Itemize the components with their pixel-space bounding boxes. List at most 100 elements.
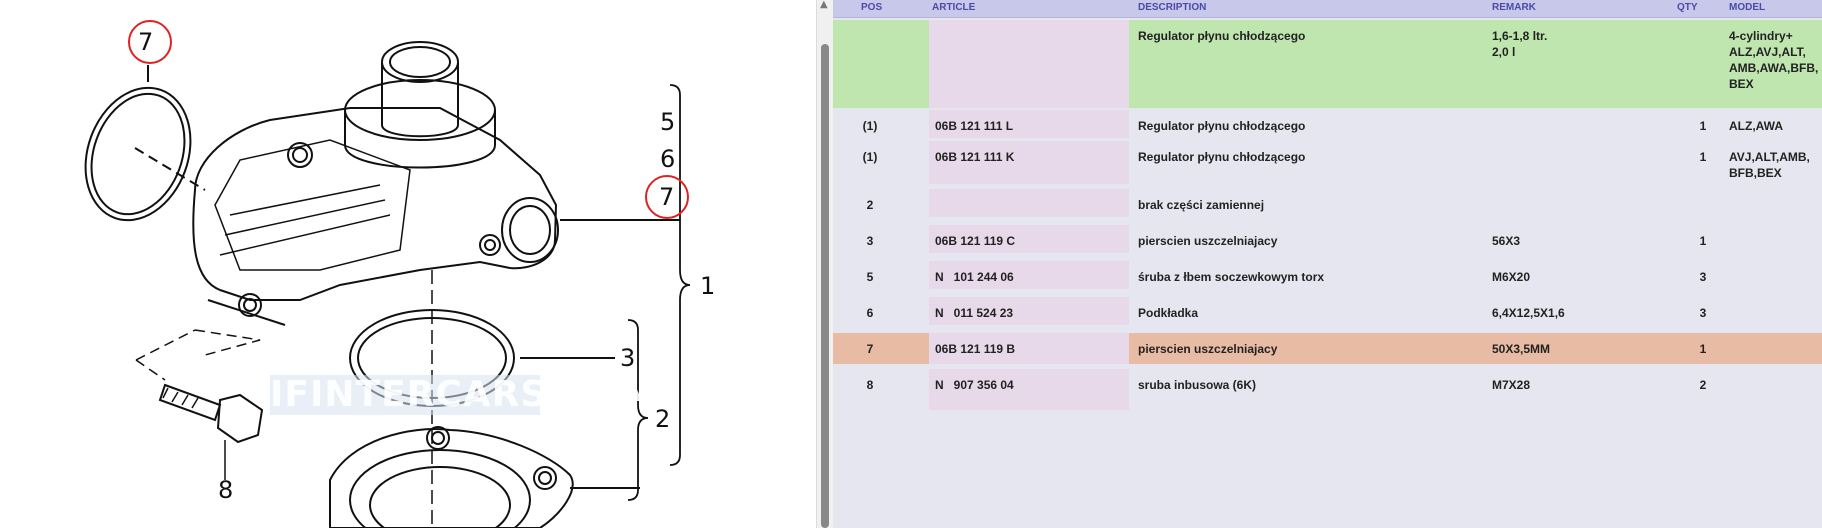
callout-circle-7-top: [128, 20, 172, 64]
model-line: BEX: [1729, 77, 1754, 91]
model-line: ALZ,AWA: [1729, 119, 1783, 133]
model-line: AVJ,ALT,AMB,: [1729, 150, 1810, 164]
cell-qty: 1: [1699, 150, 1707, 164]
header-article[interactable]: ARTICLE: [932, 2, 976, 13]
cell-remark: M6X20: [1492, 269, 1672, 285]
header-description[interactable]: DESCRIPTION: [1138, 2, 1207, 13]
cell-qty: 3: [1699, 306, 1707, 320]
table-row[interactable]: Regulator płynu chłodzącego 1,6-1,8 ltr. 2…: [833, 20, 1822, 108]
cell-pos: 2: [866, 198, 874, 212]
diagram-drawing: [84, 20, 691, 528]
cell-description: Regulator płynu chłodzącego: [1138, 29, 1306, 43]
scroll-up-icon[interactable]: ▲: [820, 0, 828, 10]
remark-line: 1,6-1,8 ltr.: [1492, 29, 1548, 43]
header-remark[interactable]: REMARK: [1492, 2, 1536, 13]
cell-article: 06B 121 111 L: [929, 110, 1129, 138]
cell-article: 06B 121 119 B: [929, 333, 1129, 364]
table-header: POS ARTICLE DESCRIPTION REMARK QTY MODEL: [833, 0, 1822, 18]
cell-article: N 011 524 23: [929, 297, 1129, 325]
vertical-scrollbar[interactable]: ▲: [816, 0, 834, 528]
cell-qty: 1: [1699, 119, 1707, 133]
table-row[interactable]: (1) 06B 121 111 L Regulator płynu chłodząc…: [833, 110, 1822, 138]
model-line: BFB,BEX: [1729, 166, 1782, 180]
bolt-8: [158, 383, 222, 422]
cell-description: Regulator płynu chłodzącego: [1138, 150, 1306, 164]
remark-line: M7X28: [1492, 378, 1531, 392]
header-model[interactable]: MODEL: [1729, 2, 1766, 13]
table-row[interactable]: 7 06B 121 119 B pierscien uszczelniajacy 50…: [833, 333, 1822, 364]
callout-7-top: 7: [138, 28, 154, 56]
article-number[interactable]: 06B 121 111 K: [935, 150, 1015, 164]
remark-line: M6X20: [1492, 270, 1531, 284]
cell-pos: 7: [866, 342, 874, 356]
callout-5: 5: [660, 108, 676, 136]
article-number[interactable]: N 907 356 04: [935, 378, 1014, 392]
cell-model: 4-cylindry+ ALZ,AVJ,ALT, AMB,AWA,BFB, BEX: [1729, 28, 1822, 92]
cell-pos: (1): [862, 119, 878, 133]
remark-line: 6,4X12,5X1,6: [1492, 306, 1565, 320]
callout-3: 3: [620, 344, 636, 372]
article-number[interactable]: N 011 524 23: [935, 306, 1014, 320]
cell-qty: 2: [1699, 378, 1707, 392]
callout-2: 2: [655, 405, 671, 433]
callout-1: 1: [700, 272, 716, 300]
cell-description: Regulator płynu chłodzącego: [1138, 119, 1306, 133]
parts-table: POS ARTICLE DESCRIPTION REMARK QTY MODEL…: [833, 0, 1822, 528]
cell-description: brak części zamiennej: [1138, 198, 1265, 212]
cell-description: pierscien uszczelniajacy: [1138, 234, 1278, 248]
callout-6: 6: [660, 145, 676, 173]
cell-pos: 5: [866, 270, 874, 284]
cell-description: śruba z łbem soczewkowym torx: [1138, 270, 1325, 284]
cell-remark: 6,4X12,5X1,6: [1492, 305, 1672, 321]
cell-qty: 1: [1699, 342, 1707, 356]
cell-remark: M7X28: [1492, 377, 1672, 393]
article-number[interactable]: 06B 121 119 B: [935, 342, 1016, 356]
flange-2: [329, 428, 574, 528]
thermostat-housing: [192, 107, 558, 301]
cell-model: ALZ,AWA: [1729, 118, 1822, 134]
cell-description: sruba inbusowa (6K): [1138, 378, 1257, 392]
cell-pos: (1): [862, 150, 878, 164]
remark-line: 56X3: [1492, 234, 1521, 248]
remark-line: 2,0 l: [1492, 45, 1516, 59]
cell-article: N 101 244 06: [929, 261, 1129, 289]
cell-article: 06B 121 111 K: [929, 141, 1129, 184]
cell-remark: 56X3: [1492, 233, 1672, 249]
cell-remark: 1,6-1,8 ltr. 2,0 l: [1492, 28, 1672, 60]
cell-pos: 3: [866, 234, 874, 248]
cell-article: 06B 121 119 C: [929, 225, 1129, 253]
remark-line: 50X3,5MM: [1492, 342, 1551, 356]
cell-remark: 50X3,5MM: [1492, 341, 1672, 357]
cell-qty: 1: [1699, 234, 1707, 248]
table-row[interactable]: 8 N 907 356 04 sruba inbusowa (6K) M7X28 2: [833, 369, 1822, 410]
header-qty[interactable]: QTY: [1677, 2, 1698, 13]
cell-article: [929, 189, 1129, 217]
table-row[interactable]: 3 06B 121 119 C pierscien uszczelniajacy 56…: [833, 225, 1822, 253]
table-row[interactable]: 2 brak części zamiennej: [833, 189, 1822, 217]
table-row[interactable]: 6 N 011 524 23 Podkładka 6,4X12,5X1,6 3: [833, 297, 1822, 325]
scrollbar-thumb[interactable]: [821, 44, 829, 528]
cell-qty: 3: [1699, 270, 1707, 284]
table-row[interactable]: 5 N 101 244 06 śruba z łbem soczewkowym to…: [833, 261, 1822, 289]
callout-8: 8: [218, 476, 234, 504]
table-row[interactable]: (1) 06B 121 111 K Regulator płynu chłodząc…: [833, 141, 1822, 184]
header-pos[interactable]: POS: [861, 2, 883, 13]
cell-model: AVJ,ALT,AMB, BFB,BEX: [1729, 149, 1822, 181]
model-line: AMB,AWA,BFB,: [1729, 61, 1819, 75]
article-number[interactable]: 06B 121 119 C: [935, 234, 1016, 248]
cell-description: Podkładka: [1138, 306, 1199, 320]
watermark: IFINTERCARS.COM: [270, 374, 658, 415]
cell-article: N 907 356 04: [929, 369, 1129, 410]
cell-pos: 8: [866, 378, 874, 392]
cell-pos: 6: [866, 306, 874, 320]
o-ring-7: [84, 86, 192, 222]
callout-circle-7-right: [645, 175, 689, 219]
article-number[interactable]: N 101 244 06: [935, 270, 1014, 284]
cell-description: pierscien uszczelniajacy: [1138, 342, 1278, 356]
model-line: ALZ,AVJ,ALT,: [1729, 45, 1806, 59]
article-number[interactable]: 06B 121 111 L: [935, 119, 1014, 133]
callout-7-right: 7: [659, 183, 675, 211]
parts-diagram: 7 5 6 7 1 3 2 8 IFINTERCARS.COM: [0, 0, 816, 528]
model-line: 4-cylindry+: [1729, 29, 1793, 43]
cell-article: [929, 20, 1129, 108]
